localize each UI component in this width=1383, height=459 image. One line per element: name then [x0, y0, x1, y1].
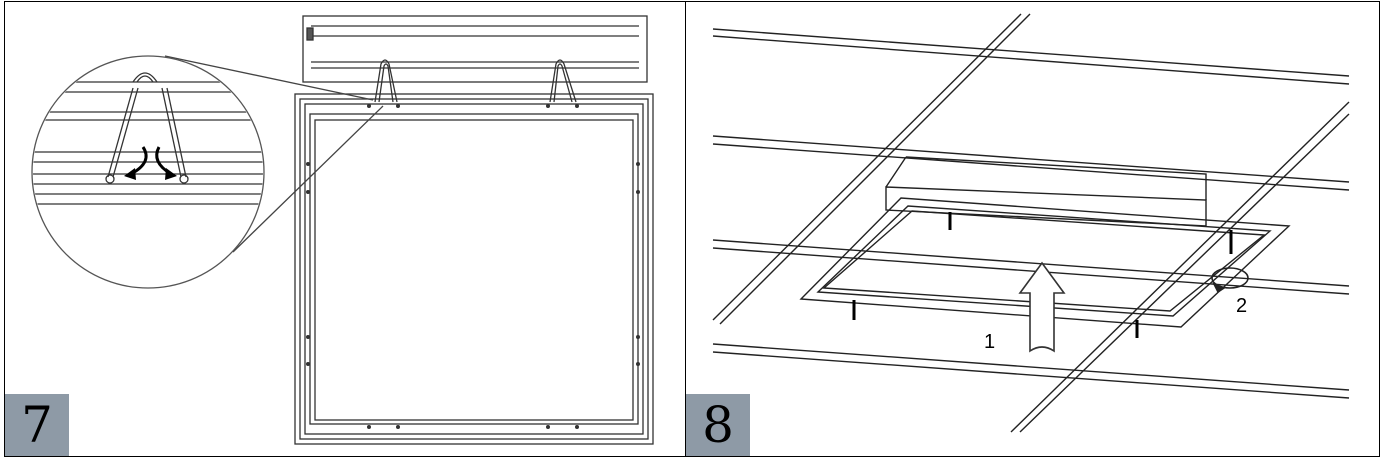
housing-frame	[302, 15, 648, 83]
callout-2: 2	[1236, 295, 1247, 317]
screws	[852, 212, 1233, 338]
hook-right	[549, 59, 577, 103]
detail-magnifier	[31, 55, 265, 289]
step-number-7: 7	[5, 394, 69, 456]
rotate-arrow-icon	[1211, 267, 1249, 294]
curved-arrow-icon	[130, 146, 172, 176]
step-7-panel: 7	[4, 1, 686, 457]
step-number-8: 8	[686, 394, 750, 456]
up-arrow-icon	[1018, 261, 1066, 353]
step-8-illustration: 1 2	[712, 13, 1350, 433]
step-7-illustration	[31, 15, 654, 445]
hook-left	[374, 59, 398, 103]
callout-1: 1	[984, 331, 995, 353]
panel-frame	[294, 93, 654, 445]
step-8-panel: 1 2 8	[685, 1, 1380, 457]
